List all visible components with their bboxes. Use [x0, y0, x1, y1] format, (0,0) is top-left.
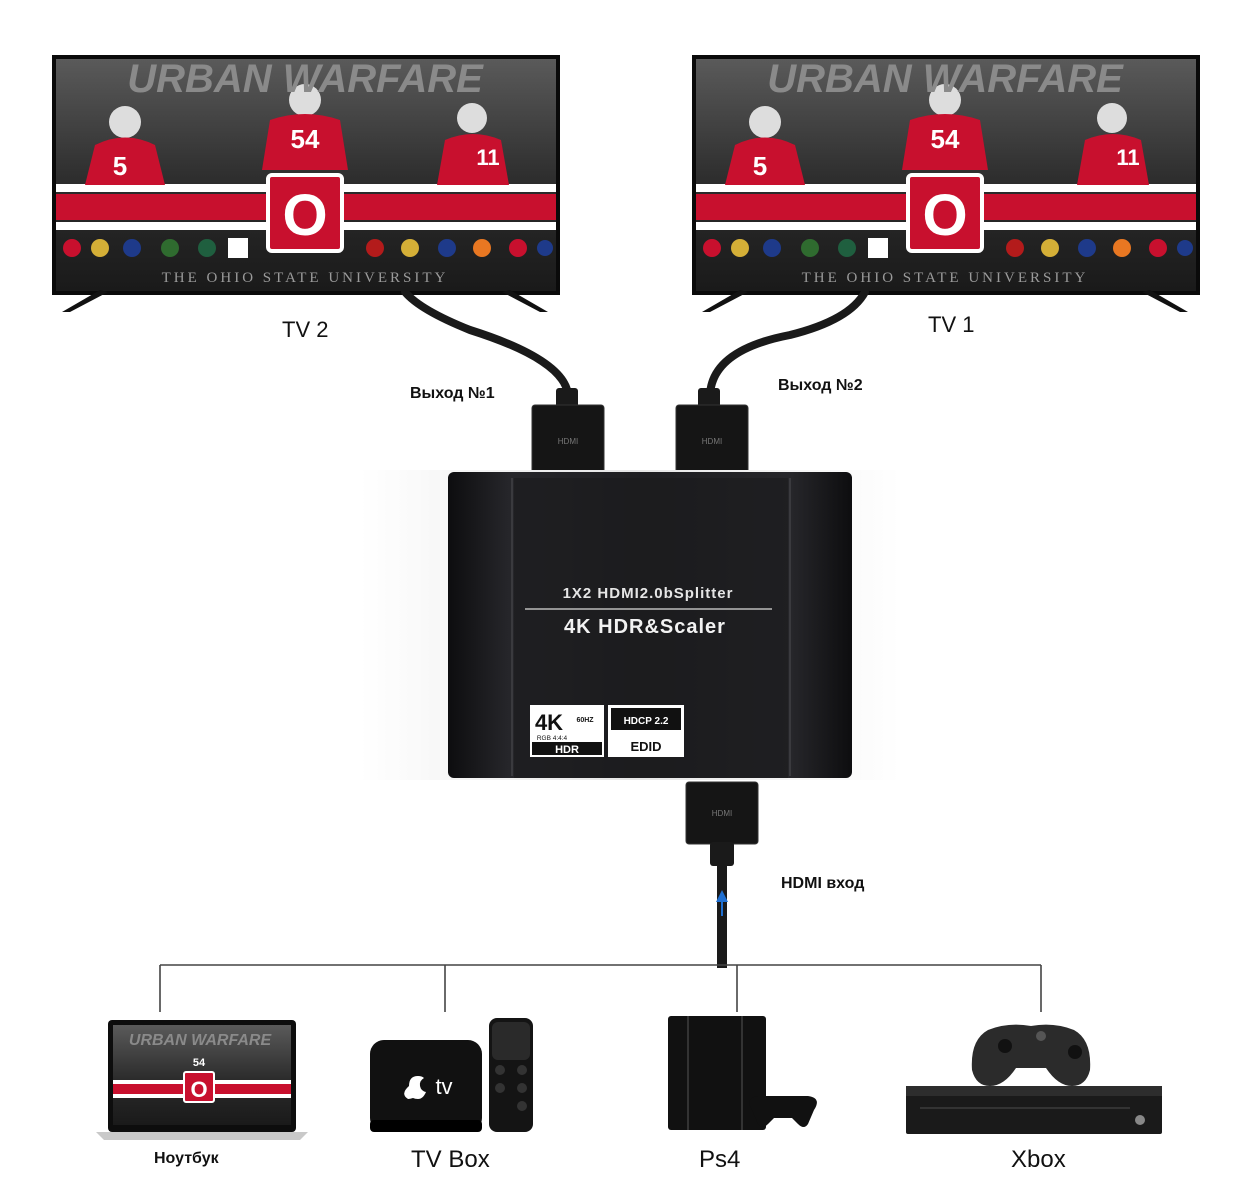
tv-left: 5 54 11 URBAN WARFARE O THE OHIO STATE U…: [52, 55, 560, 312]
badge-hdr: HDR: [555, 744, 579, 756]
tv-left-footer: THE OHIO STATE UNIVERSITY: [162, 270, 449, 286]
tv-left-screen-title: URBAN WARFARE: [127, 57, 484, 101]
tv-right-number-center: 54: [931, 124, 960, 154]
source-label-laptop: Ноутбук: [154, 1150, 219, 1168]
hdmi-plug-output-2-text: HDMI: [702, 437, 722, 446]
tv-right-screen-title: URBAN WARFARE: [767, 57, 1124, 101]
output-1-label: Выход №1: [410, 385, 495, 403]
xbox-device: [906, 1025, 1162, 1134]
badge-hdcp-edid: HDCP 2.2 EDID: [608, 705, 684, 757]
badge-4k-hdr: 4K 60HZ RGB 4:4:4 HDR: [530, 705, 604, 757]
ps4-device: [668, 1016, 817, 1130]
splitter-line-1: 1X2 HDMI2.0bSplitter: [563, 585, 734, 602]
tvbox-device: tv: [370, 1018, 533, 1132]
source-tree: [160, 965, 1041, 1012]
source-label-ps4: Ps4: [699, 1146, 740, 1174]
ps4-controller-icon: [749, 1096, 817, 1127]
badge-edid: EDID: [630, 739, 661, 754]
xbox-logo-icon: [1135, 1115, 1145, 1125]
hdmi-plug-output-1: HDMI: [532, 388, 604, 473]
tv-left-o-letter: O: [282, 183, 327, 248]
badge-60hz: 60HZ: [576, 717, 594, 724]
splitter-line-2: 4K HDR&Scaler: [564, 616, 726, 638]
ps4-console: [668, 1016, 766, 1130]
badge-4k: 4K: [535, 710, 563, 735]
source-label-tvbox: TV Box: [411, 1146, 490, 1174]
tv-left-number-left: 5: [113, 151, 127, 181]
tv-left-number-center: 54: [291, 124, 320, 154]
laptop-o-letter: O: [190, 1077, 207, 1102]
source-label-xbox: Xbox: [1011, 1146, 1066, 1174]
tvbox-device-text: tv: [435, 1074, 452, 1099]
splitter-box: 1X2 HDMI2.0bSplitter 4K HDR&Scaler 4K 60…: [448, 472, 852, 778]
laptop-screen-title: URBAN WARFARE: [129, 1032, 273, 1049]
output-2-label: Выход №2: [778, 377, 863, 395]
laptop-device: URBAN WARFARE O 54: [96, 1020, 308, 1140]
cable-output-1: [405, 292, 568, 395]
tvbox-body: [370, 1040, 482, 1132]
hdmi-plug-output-2: HDMI: [676, 388, 748, 473]
hdmi-plug-input-text: HDMI: [712, 809, 732, 818]
tv-right-label: TV 1: [928, 312, 974, 338]
tv-right-footer: THE OHIO STATE UNIVERSITY: [802, 270, 1089, 286]
hdmi-plug-output-1-text: HDMI: [558, 437, 578, 446]
tv-right-o-letter: O: [922, 183, 967, 248]
badge-hdcp: HDCP 2.2: [624, 716, 669, 727]
tv-left-number-right: 11: [476, 145, 499, 170]
tv-right-number-left: 5: [753, 151, 767, 181]
tv-left-label: TV 2: [282, 317, 328, 343]
laptop-base: [96, 1132, 308, 1140]
badge-rgb: RGB 4:4:4: [537, 735, 568, 742]
tv-right: 5 54 11 URBAN WARFARE O THE OHIO STATE U…: [692, 55, 1200, 312]
tv-right-number-right: 11: [1116, 145, 1139, 170]
laptop-number: 54: [193, 1057, 206, 1069]
hdmi-input-label: HDMI вход: [781, 875, 864, 893]
hdmi-plug-input: HDMI: [686, 782, 758, 866]
